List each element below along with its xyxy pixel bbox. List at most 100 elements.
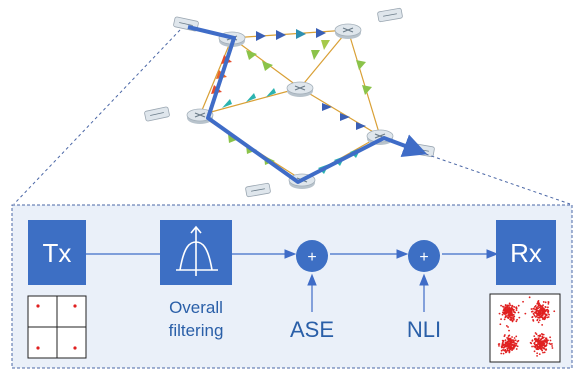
constellation-sample — [539, 334, 542, 337]
constellation-sample — [509, 348, 511, 351]
constellation-sample — [530, 308, 533, 310]
amplifiers-bottom — [228, 134, 361, 174]
tx-block — [28, 220, 86, 285]
constellation-sample — [507, 304, 510, 307]
constellation-sample — [538, 337, 540, 340]
constellation-sample — [510, 312, 513, 315]
tx-label: Tx — [43, 238, 72, 268]
rx-label: Rx — [510, 238, 542, 268]
constellation-sample — [538, 314, 541, 317]
constellation-sample — [541, 335, 544, 338]
constellation-sample — [547, 301, 550, 304]
constellation-sample — [509, 309, 512, 312]
amplifier-triangle-icon — [276, 30, 286, 40]
constellation-sample — [512, 344, 515, 346]
constellation-point — [36, 304, 40, 308]
constellation-sample — [515, 348, 518, 350]
constellation-sample — [548, 342, 551, 345]
constellation-sample — [502, 344, 505, 347]
constellation-sample — [533, 311, 536, 314]
constellation-point — [73, 304, 77, 308]
zoom-projection-lines — [13, 29, 571, 205]
transceiver-icon — [377, 7, 403, 23]
constellation-sample — [542, 336, 545, 339]
constellation-sample — [516, 318, 518, 321]
constellation-sample — [512, 346, 515, 348]
constellation-sample — [533, 350, 536, 353]
amplifier-triangle-icon — [256, 31, 266, 41]
amplifier-triangle-icon — [316, 28, 326, 38]
constellation-sample — [507, 317, 510, 320]
noisy-constellation-clouds — [497, 296, 556, 357]
constellation-sample — [509, 340, 512, 343]
constellation-sample — [535, 308, 538, 311]
system-model-panel — [11, 204, 573, 369]
constellation-sample — [541, 316, 544, 319]
constellation-sample — [522, 300, 524, 303]
constellation-sample — [507, 345, 510, 348]
constellation-sample — [542, 346, 545, 349]
constellation-sample — [500, 349, 503, 352]
amplifier-triangle-icon — [362, 85, 372, 95]
constellation-sample — [517, 304, 520, 307]
constellation-sample — [504, 316, 507, 319]
constellation-sample — [540, 347, 542, 350]
constellation-sample — [535, 310, 538, 313]
constellation-sample — [515, 307, 518, 310]
constellation-sample — [539, 338, 542, 341]
router-icon — [286, 81, 314, 97]
constellation-sample — [544, 316, 547, 319]
constellation-sample — [535, 339, 538, 342]
constellation-sample — [516, 345, 519, 348]
constellation-sample — [534, 308, 536, 311]
constellation-sample — [502, 348, 504, 351]
amplifier-triangle-icon — [311, 50, 320, 60]
fiber-link — [299, 87, 381, 137]
constellation-sample — [543, 311, 546, 314]
rx-block — [496, 220, 556, 285]
constellation-sample — [544, 344, 547, 347]
constellation-sample — [536, 314, 539, 316]
amplifier-triangle-icon — [266, 88, 276, 97]
constellation-sample — [538, 309, 541, 312]
constellation-sample — [537, 321, 540, 324]
constellation-sample — [512, 341, 515, 344]
constellation-sample — [499, 323, 502, 326]
constellation-sample — [537, 307, 540, 309]
fiber-link — [299, 29, 349, 89]
router-icon — [334, 23, 362, 39]
constellation-sample — [544, 313, 547, 316]
constellation-sample — [542, 308, 545, 311]
constellation-sample — [504, 343, 507, 346]
constellation-sample — [532, 319, 534, 321]
constellation-sample — [549, 339, 552, 342]
fiber-link — [199, 37, 233, 116]
constellation-sample — [507, 313, 510, 316]
filter-response-icon — [176, 225, 218, 276]
constellation-sample — [533, 345, 535, 348]
constellation-sample — [542, 301, 545, 303]
constellation-sample — [502, 309, 505, 312]
constellation-sample — [532, 307, 535, 310]
constellation-sample — [500, 318, 502, 321]
constellation-sample — [515, 344, 517, 347]
constellation-sample — [504, 306, 507, 309]
constellation-sample — [504, 339, 507, 342]
constellation-sample — [504, 341, 507, 344]
filter-label-line1: Overall — [169, 298, 223, 317]
constellation-sample — [542, 333, 545, 336]
constellation-sample — [537, 301, 539, 304]
constellation-point — [36, 346, 40, 350]
fiber-link — [347, 29, 381, 137]
constellation-sample — [538, 319, 541, 322]
constellation-sample — [547, 310, 550, 313]
constellation-sample — [501, 346, 503, 349]
constellation-sample — [507, 349, 509, 352]
constellation-sample — [518, 316, 521, 319]
constellation-sample — [536, 355, 538, 357]
constellation-sample — [507, 343, 510, 346]
constellation-sample — [507, 326, 509, 328]
constellation-sample — [508, 334, 511, 337]
constellation-sample — [534, 346, 537, 349]
